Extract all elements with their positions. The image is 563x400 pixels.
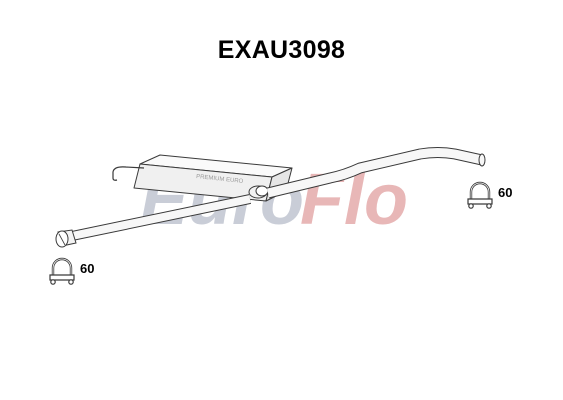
part-number-title: EXAU3098 xyxy=(217,36,346,64)
muffler-label: PREMIUM EURO xyxy=(196,174,244,185)
u-bolt-clamp-icon xyxy=(49,257,75,285)
u-bolt-clamp-icon xyxy=(467,181,493,209)
inlet-pipe xyxy=(70,194,252,241)
outlet-pipe xyxy=(266,147,484,199)
clamp-size-label: 60 xyxy=(80,261,95,276)
inlet-pipe-end xyxy=(55,229,77,248)
hanger-wire xyxy=(112,166,145,181)
outlet-end xyxy=(478,153,486,167)
flange-connector xyxy=(248,185,269,199)
clamp-size-label: 60 xyxy=(498,185,513,200)
